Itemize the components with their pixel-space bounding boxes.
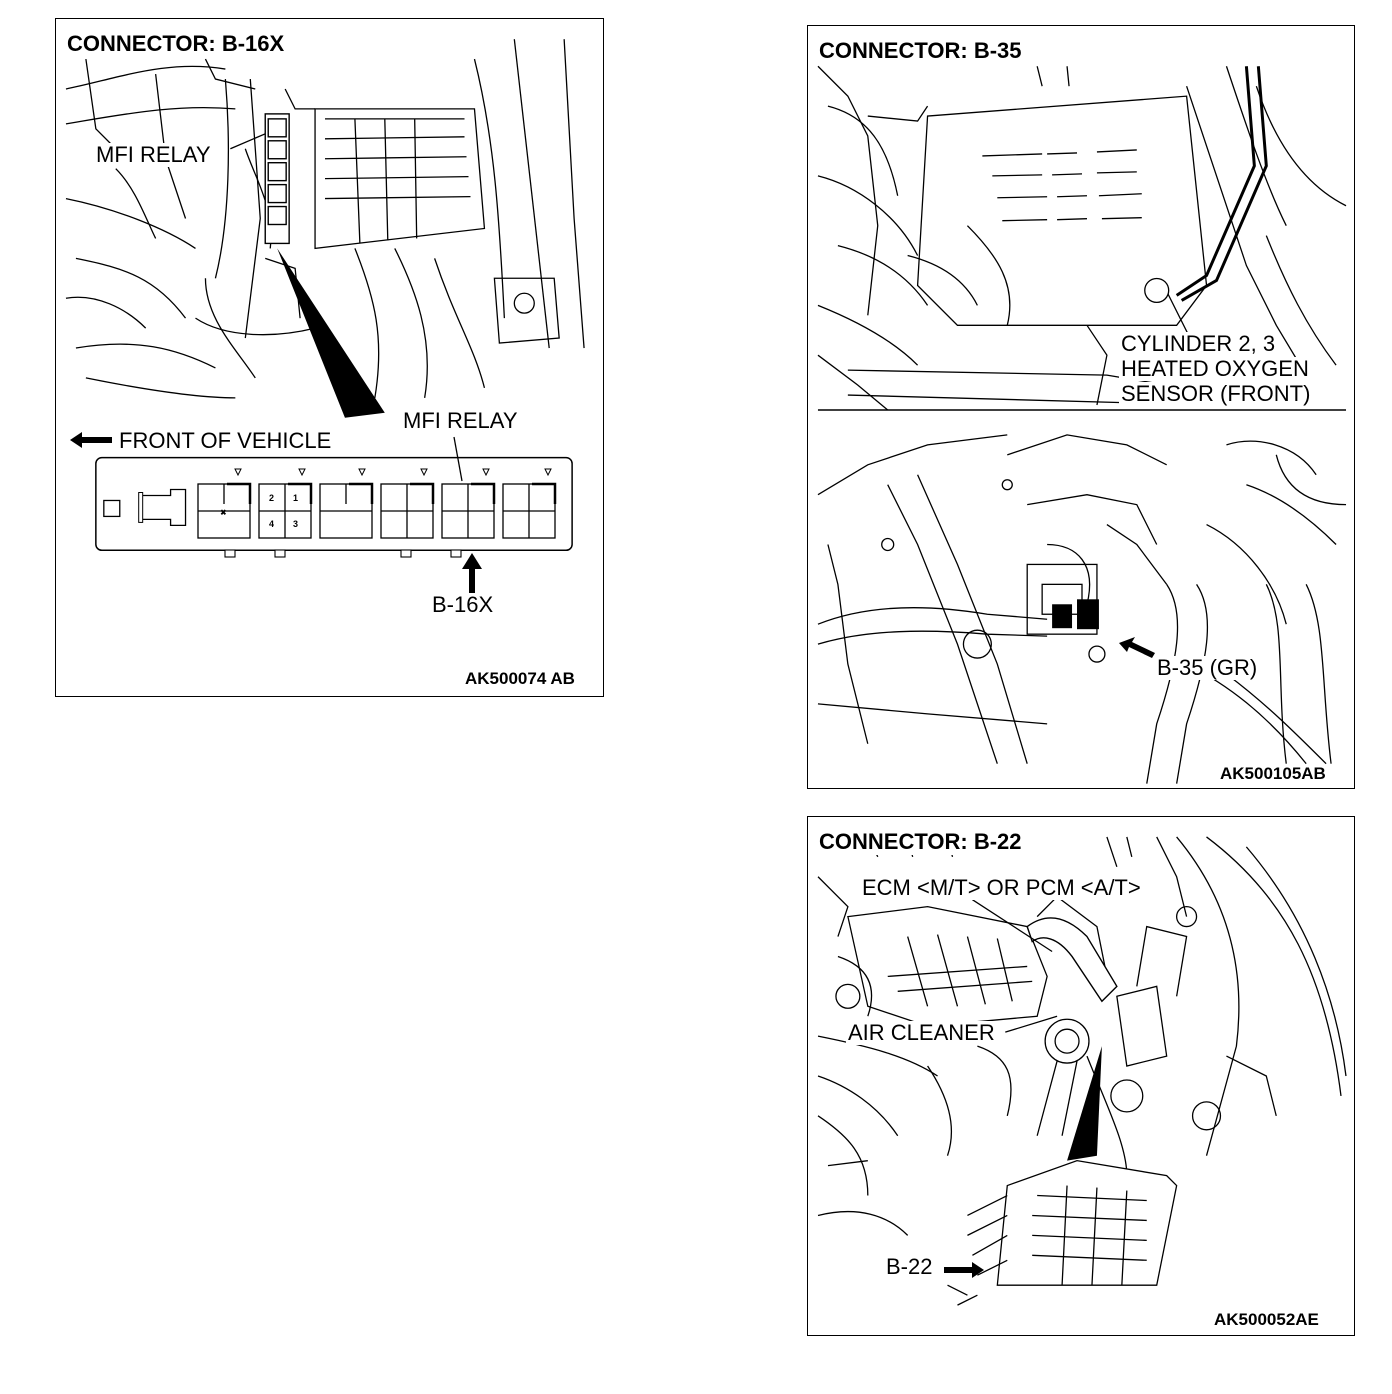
leader-line	[1167, 293, 1191, 339]
mfi-relay-box-label: MFI RELAY	[401, 408, 520, 433]
panel-b22: CONNECTOR: B-22 ECM <M/T> OR PCM <A/T> A…	[807, 816, 1355, 1336]
pin-label: 3	[293, 519, 299, 529]
pin-label: 2	[269, 493, 275, 503]
leader-line	[453, 436, 463, 482]
panel-title: CONNECTOR: B-35	[817, 38, 1024, 64]
svg-text:×: ×	[221, 508, 226, 517]
arrow-right-icon	[944, 1262, 984, 1278]
arrow-left-icon	[1119, 637, 1155, 658]
arrow-left-icon	[70, 432, 112, 448]
engine-illustration-b22	[817, 836, 1347, 1306]
sensor-label-line3: SENSOR (FRONT)	[1119, 381, 1313, 406]
pin-label: 4	[269, 519, 275, 529]
relay-slots: ×	[197, 468, 557, 558]
pin-label: 1	[293, 493, 299, 503]
sensor-label-line1: CYLINDER 2, 3	[1119, 331, 1278, 356]
figure-code: AK500052AE	[1214, 1310, 1319, 1329]
front-of-vehicle-label: FRONT OF VEHICLE	[117, 428, 334, 453]
figure-code: AK500105AB	[1220, 764, 1326, 783]
panel-b35: CONNECTOR: B-35 CYLINDER 2, 3 HEATED OXY…	[807, 25, 1355, 789]
pointer-wedge	[1067, 1046, 1102, 1161]
air-cleaner-label: AIR CLEANER	[846, 1020, 997, 1045]
connector-b22-label: B-22	[884, 1254, 935, 1279]
mfi-relay-label: MFI RELAY	[94, 142, 213, 167]
panel-title: CONNECTOR: B-22	[817, 829, 1024, 855]
arrow-up-icon	[462, 553, 482, 593]
engine-bay-illustration-b16x	[65, 39, 585, 552]
connector-b16x-label: B-16X	[430, 592, 496, 617]
panel-b16x: × 2 1 4 3	[55, 18, 604, 697]
sensor-label-line2: HEATED OXYGEN	[1119, 356, 1311, 381]
engine-illustration-b35	[817, 65, 1347, 784]
figure-code: AK500074 AB	[465, 669, 575, 688]
pointer-wedge	[277, 248, 385, 418]
connector-b35-label: B-35 (GR)	[1155, 655, 1260, 680]
panel-title: CONNECTOR: B-16X	[65, 31, 287, 57]
ecm-pcm-label: ECM <M/T> OR PCM <A/T>	[860, 875, 1143, 900]
